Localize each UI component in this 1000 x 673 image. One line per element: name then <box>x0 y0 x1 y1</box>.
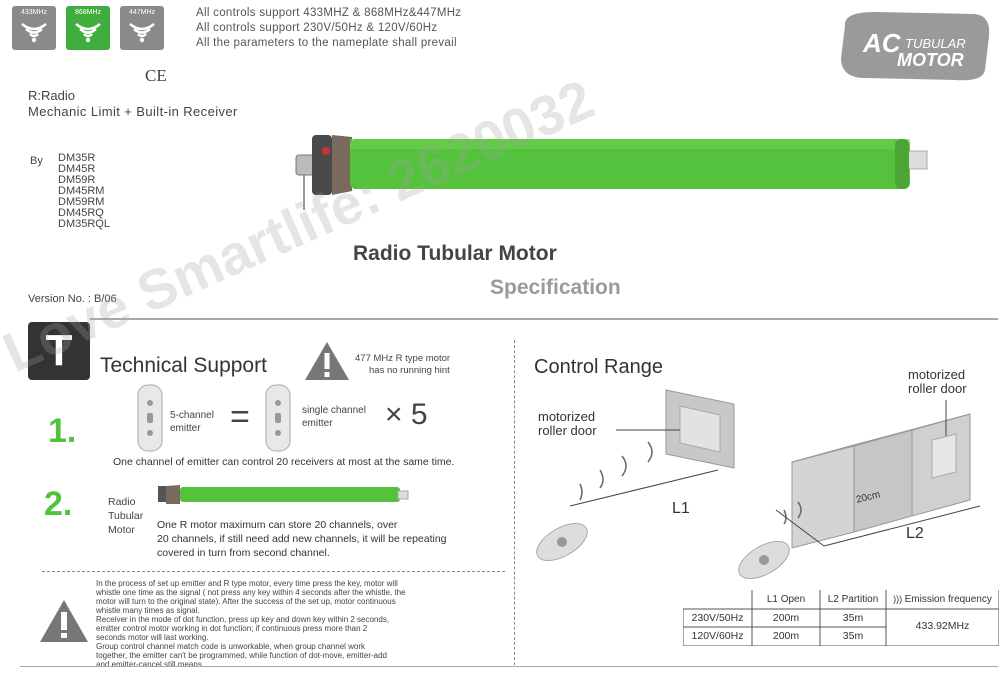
single-channel-line: single channel <box>302 405 366 416</box>
model-item: DM35R <box>58 152 96 164</box>
door-label-line: roller door <box>538 423 597 438</box>
warning-line: Receiver in the mode of dot function, pr… <box>96 615 390 624</box>
support-notes: All controls support 433MHZ & 868MHz&447… <box>196 6 461 51</box>
model-item: DM59R <box>58 174 96 186</box>
tech-badge: T <box>28 322 90 380</box>
label-line: Tubular <box>108 510 144 522</box>
warning-large-icon <box>38 598 90 649</box>
warning-note-line: 477 MHz R type motor <box>355 353 451 364</box>
step-2-line: 20 channels, if still need add new chann… <box>157 533 447 545</box>
support-note-voltage: All controls support 230V/50Hz & 120V/60… <box>196 22 438 34</box>
step-1-number: 1. <box>48 412 77 450</box>
warning-note-line: has no running hint <box>369 365 450 376</box>
document-title: Radio Tubular Motor <box>353 242 557 265</box>
support-note-frequency: All controls support 433MHZ & 868MHz&447… <box>196 7 462 19</box>
signal-icon: ))) <box>893 594 905 604</box>
table-header-l2: L2 Partition <box>827 594 879 605</box>
emitter-5-channel-label: 5-channel emitter <box>170 409 214 435</box>
emitter-label-line: 5-channel <box>170 410 214 421</box>
signal-waves-icon <box>21 23 47 43</box>
tech-title: Technical Support <box>100 354 267 377</box>
table-row-voltage: 230V/50Hz <box>691 612 744 624</box>
warning-line: Group control channel match code is unwo… <box>96 642 366 651</box>
model-list: DM35R DM45R DM59R DM45RM DM59RM DM45RQ D… <box>58 153 110 230</box>
warning-line: seconds motor will last working. <box>96 633 209 642</box>
warning-line: motor will turn to the original state). … <box>96 597 396 606</box>
step-1-description: One channel of emitter can control 20 re… <box>113 456 455 468</box>
model-item: DM45RQ <box>58 207 104 219</box>
times-five: × 5 <box>385 398 428 431</box>
warning-line: whistle one time as the signal ( not pre… <box>96 588 406 597</box>
specification-label: Specification <box>490 276 621 299</box>
logo-motor: MOTOR <box>897 50 964 70</box>
frequency-868-icon: 868MHz <box>66 6 110 50</box>
model-item: DM45R <box>58 163 96 175</box>
warning-note: 477 MHz R type motor has no running hint <box>355 353 450 377</box>
warning-line: In the process of set up emitter and R t… <box>96 579 398 588</box>
signal-waves-icon <box>75 23 101 43</box>
step-2-line: One R motor maximum can store 20 channel… <box>157 519 398 531</box>
spec-table: L1 Open L2 Partition ))) Emission freque… <box>683 590 999 646</box>
support-note-nameplate: All the parameters to the nameplate shal… <box>196 37 457 49</box>
step-2-number: 2. <box>44 485 73 523</box>
frequency-433-icon: 433MHz <box>12 6 56 50</box>
warning-line: whistle many times as signal. <box>96 606 200 615</box>
emitter-5-channel-image <box>135 383 165 458</box>
l1-label: L1 <box>672 500 690 517</box>
section-divider-top <box>90 318 998 320</box>
door-label-line: roller door <box>908 381 967 396</box>
tech-badge-letter: T <box>45 326 73 375</box>
door-label-line: motorized <box>908 367 966 382</box>
step-2-description: One R motor maximum can store 20 channel… <box>157 518 447 560</box>
section-divider-bottom <box>20 666 998 667</box>
warning-line: together, the emitter can't be programme… <box>96 651 388 660</box>
radio-tubular-motor-label: Radio Tubular Motor <box>108 495 143 537</box>
warnings-text: In the process of set up emitter and R t… <box>96 579 506 669</box>
door-1-label: motorized roller door <box>538 410 597 438</box>
table-header-l1: L1 Open <box>766 594 806 605</box>
door-2-label: motorized roller door <box>908 368 967 396</box>
l2-label: L2 <box>906 525 924 542</box>
label-line: Motor <box>108 524 135 536</box>
product-subtitle: Mechanic Limit + Built-in Receiver <box>28 104 238 119</box>
warning-line: emitter control motor working in dot fun… <box>96 624 368 633</box>
table-row-voltage: 120V/60Hz <box>691 630 744 642</box>
table-header-frequency: ))) Emission frequency <box>886 594 999 605</box>
logo-tubular: TUBULAR <box>905 36 966 51</box>
radio-label: R:Radio <box>28 88 75 103</box>
single-channel-line: emitter <box>302 418 333 429</box>
label-line: Radio <box>108 496 136 508</box>
table-row-l2: 35m <box>842 612 864 624</box>
brand-logo: AC TUBULAR MOTOR <box>835 8 995 84</box>
table-row-l1: 200m <box>772 612 800 624</box>
version-number: Version No. : B/06 <box>28 293 117 305</box>
equals-sign: = <box>230 398 250 436</box>
emitter-single-channel-image <box>263 383 293 458</box>
signal-waves-icon <box>129 23 155 43</box>
column-divider <box>514 340 515 665</box>
table-row-l2: 35m <box>842 630 864 642</box>
single-channel-label: single channel emitter <box>302 404 366 430</box>
model-item: DM45RM <box>58 185 105 197</box>
model-item: DM35RQL <box>58 218 110 230</box>
warnings-divider <box>42 571 505 572</box>
small-motor-image <box>158 482 410 513</box>
table-row-l1: 200m <box>772 630 800 642</box>
tubular-motor-image <box>290 125 940 215</box>
control-range-diagram <box>520 360 1000 590</box>
frequency-447-icon: 447MHz <box>120 6 164 50</box>
warning-icon <box>303 340 351 387</box>
model-item: DM59RM <box>58 196 105 208</box>
control-range-title: Control Range <box>534 356 663 378</box>
table-frequency-value: 433.92MHz <box>915 620 970 632</box>
warning-line: and emitter-cancel still means. <box>96 660 205 669</box>
by-label: By <box>30 155 43 167</box>
step-2-line: covered in turn from second channel. <box>157 547 330 559</box>
logo-ac: AC <box>863 28 901 58</box>
ce-mark: CE <box>145 66 167 85</box>
door-label-line: motorized <box>538 409 596 424</box>
emitter-label-line: emitter <box>170 423 201 434</box>
frequency-header-text: Emission frequency <box>904 594 992 605</box>
frequency-icons: 433MHz 868MHz 447MHz <box>12 6 164 50</box>
